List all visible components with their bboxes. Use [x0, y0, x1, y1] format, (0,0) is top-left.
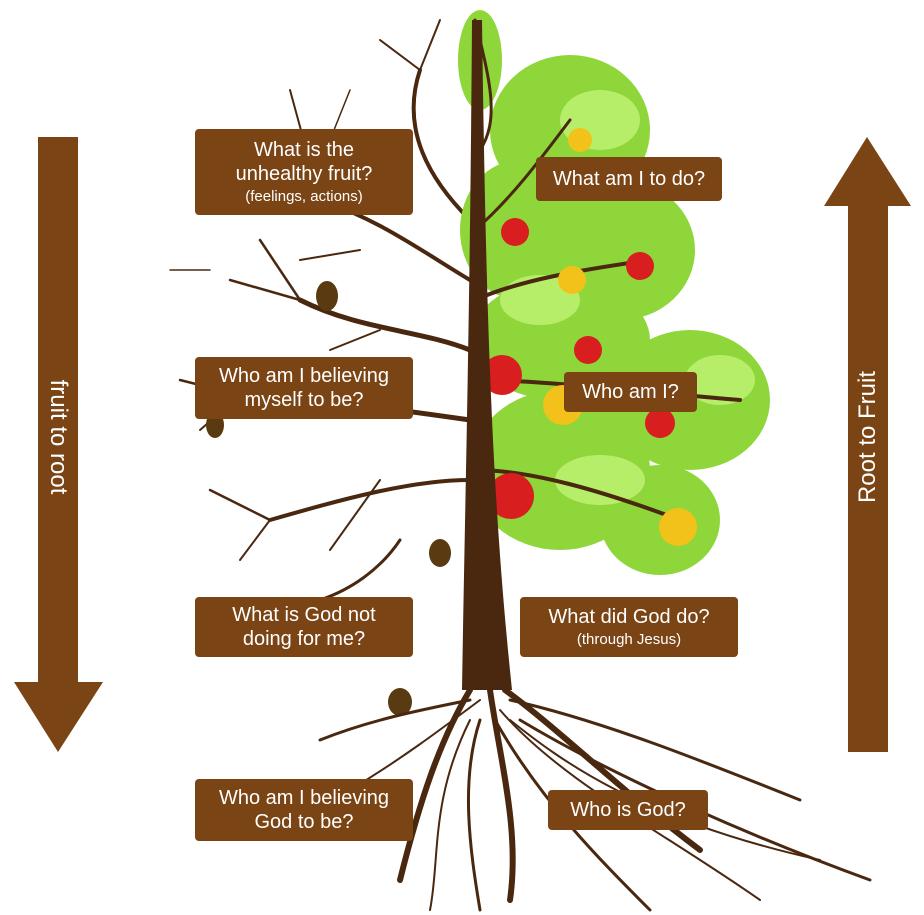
- root-to-fruit-arrow: [824, 137, 911, 752]
- question-what-god-did: What did God do? (through Jesus): [520, 597, 738, 657]
- question-text: What am I to do?: [552, 168, 706, 190]
- dead-branches: [169, 19, 473, 602]
- question-text: What is the unhealthy fruit?: [235, 139, 373, 185]
- question-text: Who is God?: [570, 799, 686, 821]
- question-text: What is God not doing for me?: [232, 604, 376, 650]
- question-text: Who am I believing myself to be?: [218, 365, 390, 411]
- question-believing-god: Who am I believing God to be?: [195, 779, 413, 841]
- question-subtext: (through Jesus): [576, 631, 682, 648]
- root-to-fruit-label: Root to Fruit: [854, 370, 881, 504]
- question-god-not-doing: What is God not doing for me?: [195, 597, 413, 657]
- question-text: Who am I believing God to be?: [218, 787, 390, 833]
- question-who-am-i: Who am I?: [564, 372, 697, 412]
- question-text: What did God do?: [548, 606, 710, 628]
- question-subtext: (feelings, actions): [245, 188, 363, 205]
- fruit-to-root-arrow: [14, 137, 103, 752]
- question-believing-myself: Who am I believing myself to be?: [195, 357, 413, 419]
- fruit-to-root-label: fruit to root: [45, 379, 72, 495]
- question-text: Who am I?: [582, 381, 679, 403]
- question-who-is-god: Who is God?: [548, 790, 708, 830]
- question-what-to-do: What am I to do?: [536, 157, 722, 201]
- trunk: [462, 20, 512, 690]
- question-unhealthy-fruit: What is the unhealthy fruit? (feelings, …: [195, 129, 413, 215]
